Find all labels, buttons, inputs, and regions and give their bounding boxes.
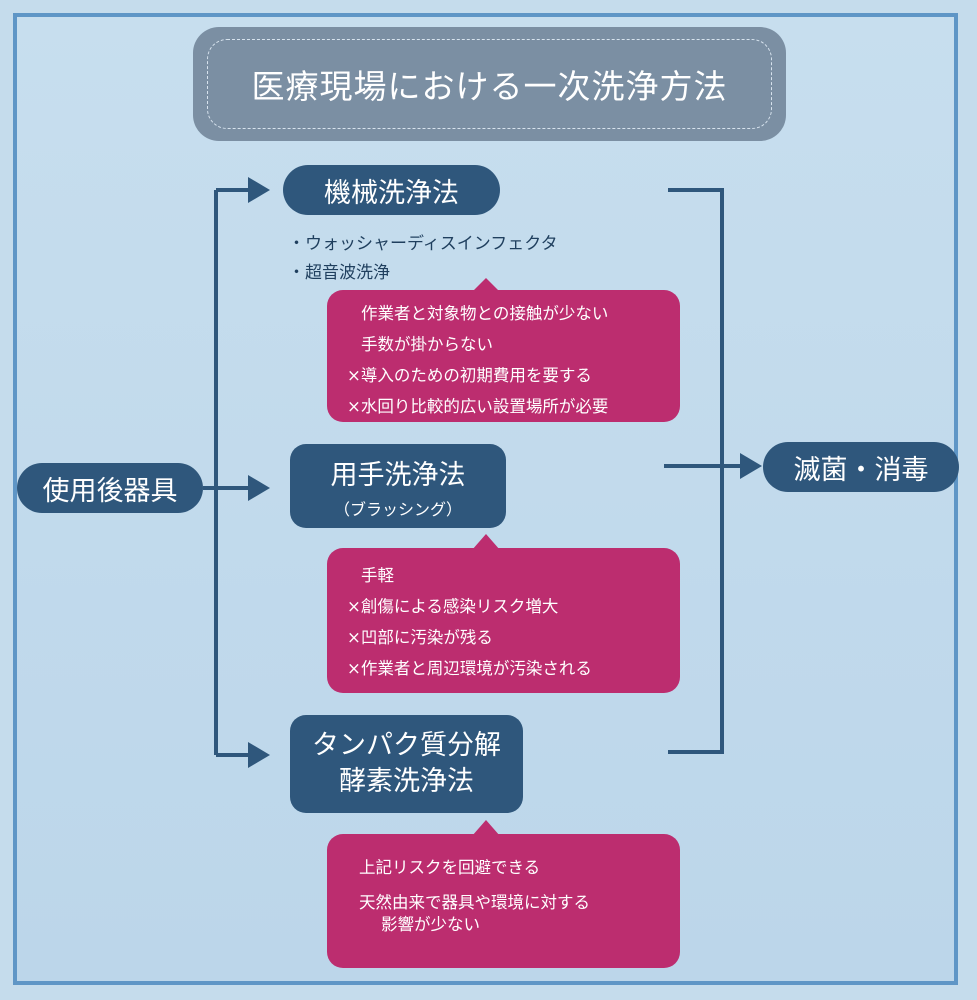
example-item: ・ウォッシャーディスインフェクタ [288, 234, 558, 254]
note-line: ×水回り比較的広い設置場所が必要 [347, 397, 609, 416]
mechanical-examples: ・ウォッシャーディスインフェクタ ・超音波洗浄 [288, 230, 558, 288]
note-line: 影響が少ない [381, 915, 480, 934]
note-line: 手数が掛からない [361, 335, 493, 354]
note-line: 天然由来で器具や環境に対する [359, 893, 590, 912]
note-line: 作業者と対象物との接触が少ない [361, 304, 609, 323]
method-node-manual: 用手洗浄法 （ブラッシング） [290, 444, 506, 528]
method-node-enzyme: タンパク質分解 酵素洗浄法 [290, 715, 523, 813]
method-name: 機械洗浄法 [324, 177, 459, 209]
page-title: 医療現場における一次洗浄方法 [207, 39, 772, 129]
arrow-to-end [740, 453, 762, 479]
arrow-to-manual [248, 475, 270, 501]
arrow-to-mech [248, 177, 270, 203]
end-node: 滅菌・消毒 [763, 442, 959, 492]
note2-pointer [472, 534, 500, 550]
note-line: ×作業者と周辺環境が汚染される [347, 659, 592, 678]
note-manual: 手軽 ×創傷による感染リスク増大 ×凹部に汚染が残る ×作業者と周辺環境が汚染さ… [327, 548, 680, 693]
method-name: 用手洗浄法 [330, 459, 466, 491]
merge-bracket [668, 188, 724, 754]
title-box: 医療現場における一次洗浄方法 [193, 27, 786, 141]
note-line: ×導入のための初期費用を要する [347, 366, 592, 385]
method-node-mechanical: 機械洗浄法 [283, 165, 500, 215]
example-item: ・超音波洗浄 [288, 263, 390, 283]
method-name-line2: 酵素洗浄法 [339, 766, 474, 797]
note3-pointer [472, 820, 500, 836]
note-enzyme: 上記リスクを回避できる 天然由来で器具や環境に対する 影響が少ない [327, 834, 680, 968]
method-name-line1: タンパク質分解 [312, 730, 501, 761]
start-node: 使用後器具 [17, 463, 203, 513]
note1-pointer [472, 278, 500, 292]
arrow-to-enzyme [248, 742, 270, 768]
method-subtitle: （ブラッシング） [333, 499, 462, 519]
note-mechanical: 作業者と対象物との接触が少ない 手数が掛からない ×導入のための初期費用を要する… [327, 290, 680, 422]
note-line: ×創傷による感染リスク増大 [347, 597, 559, 616]
note-line: ×凹部に汚染が残る [347, 628, 493, 647]
note-line: 手軽 [361, 566, 394, 585]
note-line: 上記リスクを回避できる [359, 858, 541, 877]
